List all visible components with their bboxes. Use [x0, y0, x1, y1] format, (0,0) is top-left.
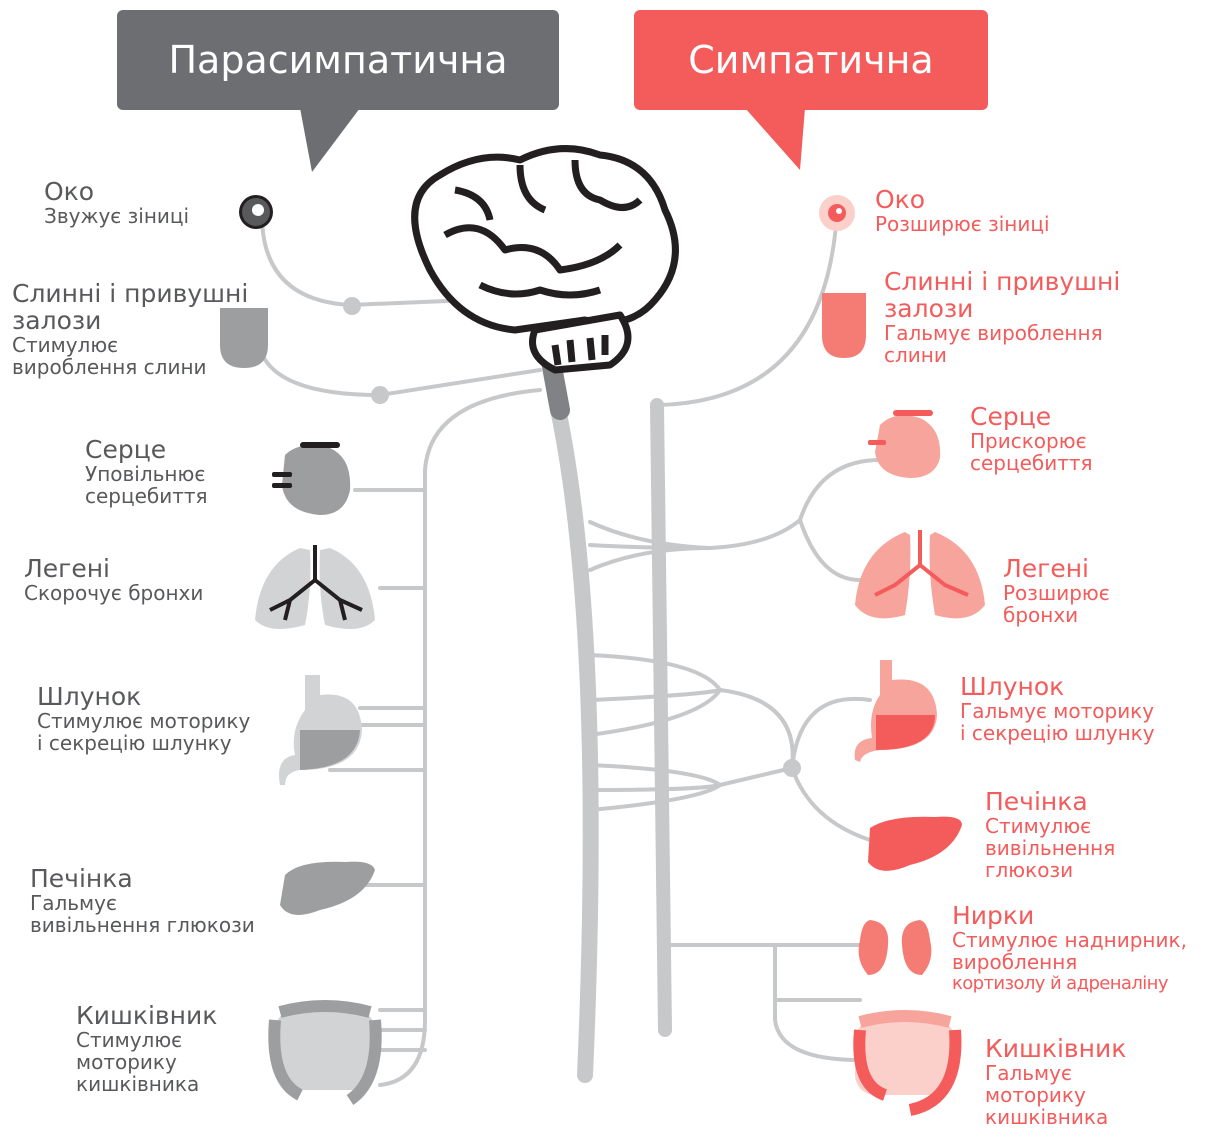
- para-salivary-label: Слинні і привушні залози Стимулює виробл…: [12, 280, 248, 378]
- symp-eye-desc: Розширює зіниці: [875, 213, 1050, 235]
- symp-stomach-title: Шлунок: [960, 673, 1155, 700]
- lungs-para-icon: [255, 545, 375, 629]
- symp-liver-desc-3: глюкози: [985, 859, 1115, 881]
- para-eye-desc: Звужує зіниці: [44, 205, 189, 227]
- para-liver-title: Печінка: [30, 865, 255, 892]
- sympathetic-trunk: [657, 405, 665, 1030]
- symp-liver-title: Печінка: [985, 788, 1115, 815]
- intestine-para-icon: [274, 1006, 375, 1100]
- tongue-symp-icon: [822, 293, 866, 358]
- symp-kidneys-desc-2: вироблення: [952, 951, 1187, 973]
- symp-salivary-desc-2: слини: [884, 344, 1120, 366]
- symp-lungs-desc-1: Розширює: [1003, 582, 1110, 604]
- symp-liver-desc-1: Стимулює: [985, 815, 1115, 837]
- spinal-cord: [555, 395, 591, 1075]
- symp-salivary-label: Слинні і привушні залози Гальмує виробле…: [884, 268, 1120, 366]
- symp-stomach-label: Шлунок Гальмує моторику і секрецію шлунк…: [960, 673, 1155, 744]
- para-liver-desc-2: вивільнення глюкози: [30, 914, 255, 936]
- para-lungs-label: Легені Скорочує бронхи: [24, 555, 203, 604]
- symp-heart-desc-2: серцебиття: [970, 452, 1093, 474]
- symp-eye-title: Око: [875, 186, 1050, 213]
- para-lungs-title: Легені: [24, 555, 203, 582]
- symp-stomach-desc-1: Гальмує моторику: [960, 700, 1155, 722]
- symp-liver-desc-2: вивільнення: [985, 837, 1115, 859]
- symp-salivary-desc-1: Гальмує вироблення: [884, 322, 1120, 344]
- para-liver-desc-1: Гальмує: [30, 892, 255, 914]
- symp-intestine-desc-3: кишківника: [985, 1106, 1126, 1128]
- para-stomach-desc-2: і секрецію шлунку: [37, 732, 250, 754]
- nerve-salivary-para: [258, 340, 540, 395]
- header-parasympathetic-text: Парасимпатична: [168, 38, 507, 82]
- header-sympathetic: Симпатична: [634, 10, 988, 110]
- para-heart-label: Серце Уповільнює серцебиття: [85, 436, 208, 507]
- para-stomach-desc-1: Стимулює моторику: [37, 710, 250, 732]
- para-intestine-label: Кишківник Стимулює моторику кишківника: [76, 1002, 217, 1095]
- para-liver-label: Печінка Гальмує вивільнення глюкози: [30, 865, 255, 936]
- symp-kidneys-desc-1: Стимулює наднирник,: [952, 929, 1187, 951]
- symp-heart-label: Серце Прискорює серцебиття: [970, 403, 1093, 474]
- para-salivary-title-1: Слинні і привушні: [12, 280, 248, 307]
- para-intestine-desc-3: кишківника: [76, 1073, 217, 1095]
- symp-lungs-desc-2: бронхи: [1003, 604, 1110, 626]
- lungs-symp-icon: [855, 530, 985, 618]
- heart-symp-icon: [868, 410, 940, 478]
- kidneys-symp-icon: [859, 920, 932, 975]
- liver-symp-icon: [868, 817, 962, 871]
- symp-eye-label: Око Розширює зіниці: [875, 186, 1050, 235]
- para-stomach-label: Шлунок Стимулює моторику і секрецію шлун…: [37, 683, 250, 754]
- para-salivary-title-2: залози: [12, 307, 248, 334]
- para-intestine-desc-1: Стимулює: [76, 1029, 217, 1051]
- para-eye-title: Око: [44, 178, 189, 205]
- eye-para-icon: [239, 195, 273, 229]
- para-heart-desc-1: Уповільнює: [85, 463, 208, 485]
- eye-symp-icon: [819, 195, 855, 231]
- symp-intestine-desc-1: Гальмує: [985, 1062, 1126, 1084]
- symp-stomach-desc-2: і секрецію шлунку: [960, 722, 1155, 744]
- para-eye-label: Око Звужує зіниці: [44, 178, 189, 227]
- symp-intestine-label: Кишківник Гальмує моторику кишківника: [985, 1035, 1126, 1128]
- para-intestine-title: Кишківник: [76, 1002, 217, 1029]
- liver-para-icon: [280, 862, 375, 915]
- symp-heart-desc-1: Прискорює: [970, 430, 1093, 452]
- stomach-symp-icon: [855, 660, 937, 762]
- para-heart-desc-2: серцебиття: [85, 485, 208, 507]
- para-intestine-desc-2: моторику: [76, 1051, 217, 1073]
- para-salivary-desc-1: Стимулює: [12, 334, 248, 356]
- symp-intestine-desc-2: моторику: [985, 1084, 1126, 1106]
- para-salivary-desc-2: вироблення слини: [12, 356, 248, 378]
- symp-heart-title: Серце: [970, 403, 1093, 430]
- symp-liver-label: Печінка Стимулює вивільнення глюкози: [985, 788, 1115, 881]
- intestine-symp-icon: [855, 1016, 955, 1110]
- symp-salivary-title-2: залози: [884, 295, 1120, 322]
- symp-kidneys-label: Нирки Стимулює наднирник, вироблення кор…: [952, 902, 1187, 995]
- symp-kidneys-desc-3: кортизолу й адреналіну: [952, 973, 1187, 995]
- vagus-nerve: [380, 390, 540, 1085]
- header-parasympathetic: Парасимпатична: [117, 10, 559, 110]
- heart-para-icon: [272, 442, 350, 515]
- symp-salivary-title-1: Слинні і привушні: [884, 268, 1120, 295]
- brain-icon: [415, 149, 676, 370]
- para-heart-title: Серце: [85, 436, 208, 463]
- para-lungs-desc: Скорочує бронхи: [24, 582, 203, 604]
- symp-lungs-title: Легені: [1003, 555, 1110, 582]
- para-stomach-title: Шлунок: [37, 683, 250, 710]
- header-parasympathetic-pointer: [300, 108, 360, 172]
- header-sympathetic-text: Симпатична: [688, 38, 933, 82]
- symp-intestine-title: Кишківник: [985, 1035, 1126, 1062]
- symp-lungs-label: Легені Розширює бронхи: [1003, 555, 1110, 626]
- nerve-eye-symp: [660, 225, 836, 405]
- symp-kidneys-title: Нирки: [952, 902, 1187, 929]
- header-sympathetic-pointer: [745, 108, 805, 170]
